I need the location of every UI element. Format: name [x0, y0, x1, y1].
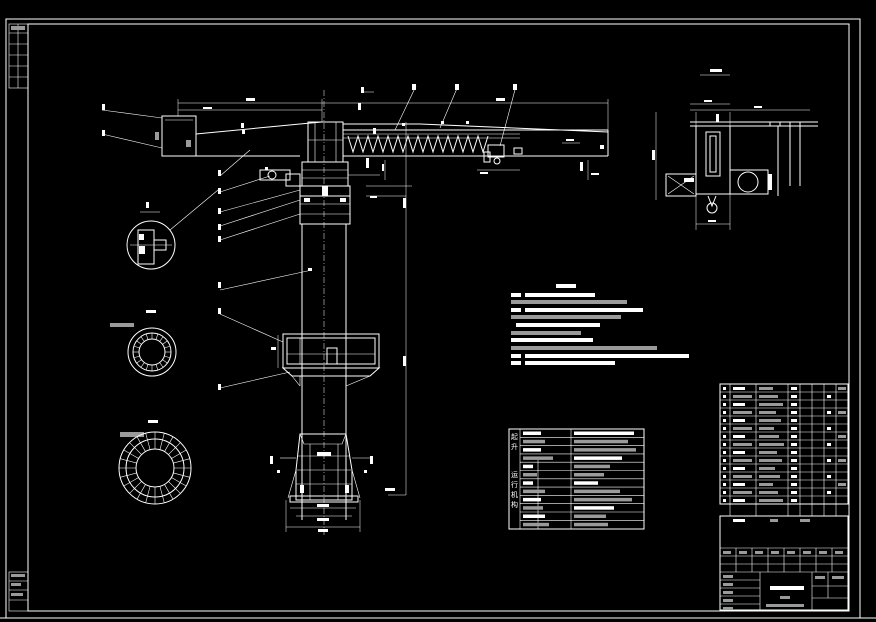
technical-requirements-text [511, 284, 689, 365]
binding-strip-top [8, 23, 29, 89]
title-block [719, 515, 849, 611]
parameter-table: 起 升 运 行 机 构 [508, 428, 645, 530]
section-view-ring-large [118, 420, 192, 505]
param-label-1: 升 [511, 442, 518, 451]
param-label-0: 起 [511, 433, 518, 441]
param-label-3: 行 [511, 480, 518, 489]
section-view-ring-small [110, 310, 177, 377]
detail-view-a [126, 202, 176, 270]
crane-main-elevation [101, 84, 609, 535]
param-label-2: 运 [511, 471, 518, 479]
parts-list-table [719, 383, 849, 516]
param-label-5: 构 [511, 500, 518, 509]
param-label-4: 机 [511, 490, 518, 499]
side-view-trolley [652, 69, 818, 230]
binding-strip-bottom [8, 571, 29, 612]
sheet-frame [0, 18, 876, 619]
